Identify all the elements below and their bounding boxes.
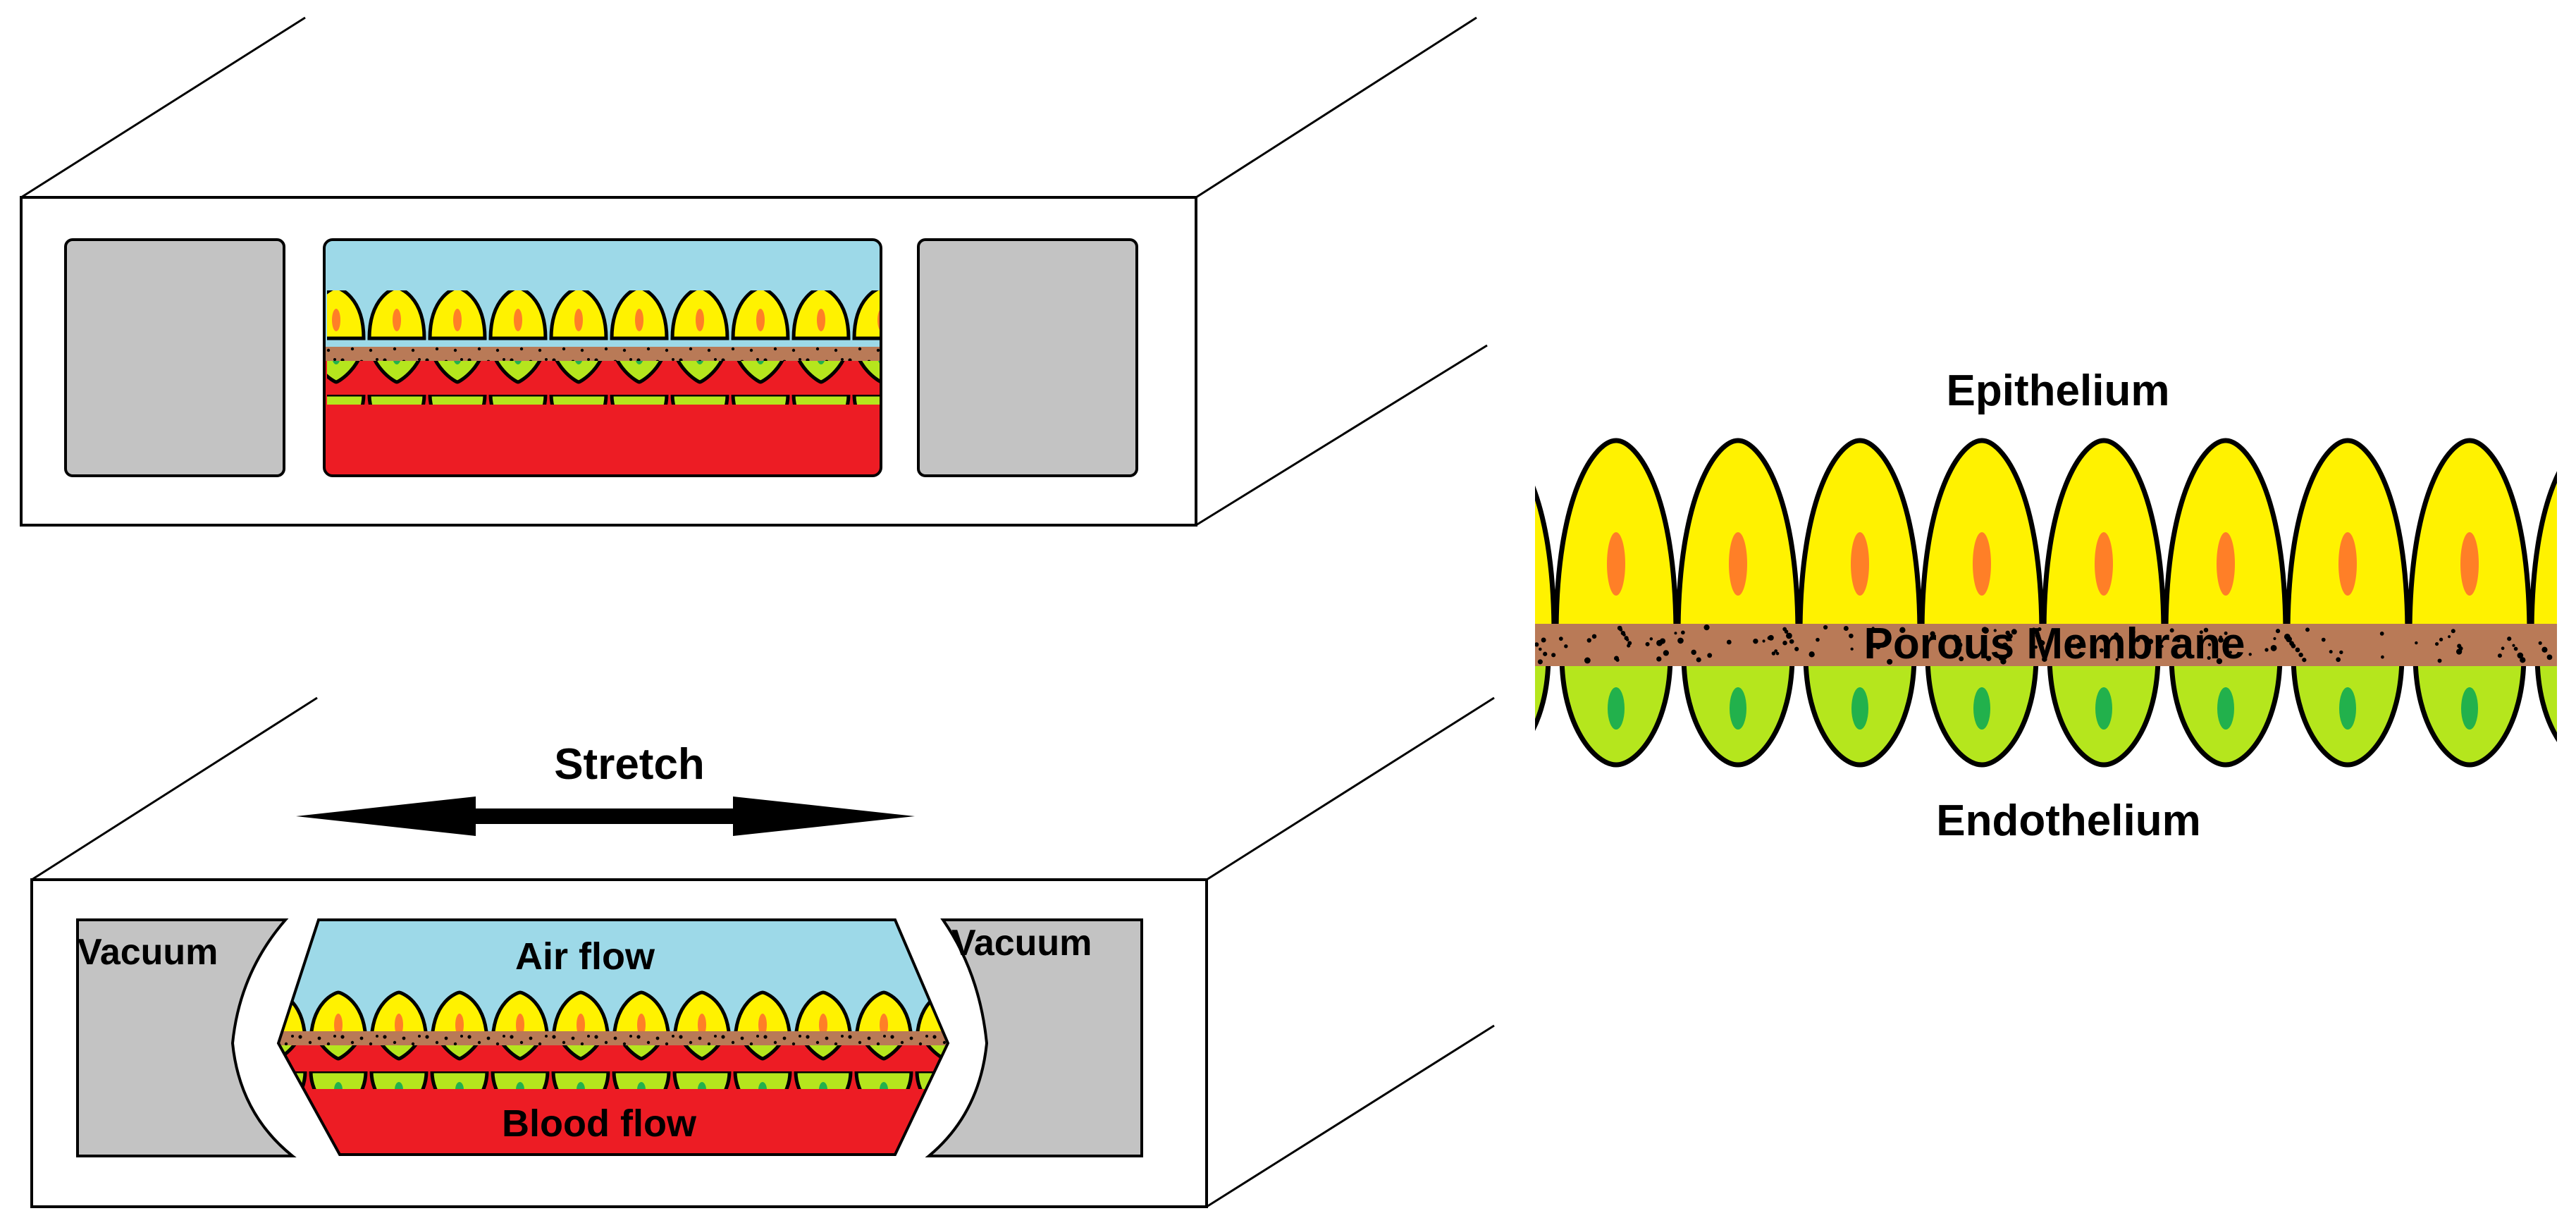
epithelial-nucleus <box>2338 532 2357 596</box>
detail-membrane-pores <box>1535 625 2553 665</box>
stretch-indicator: Stretch <box>296 740 915 836</box>
endothelial-nucleus <box>2217 687 2234 730</box>
top-right-vacuum-chamber <box>917 238 1138 477</box>
endothelium-label: Endothelium <box>1936 797 2200 845</box>
top-porous-membrane <box>324 347 881 361</box>
endothelial-nucleus <box>1851 687 1868 730</box>
top-left-vacuum-chamber <box>64 238 285 477</box>
endothelial-nucleus <box>1608 687 1625 730</box>
stretch-label: Stretch <box>554 740 705 789</box>
epithelial-nucleus <box>1607 532 1625 596</box>
top-chip-device <box>20 16 1488 527</box>
top-endothelial-layer <box>327 359 881 405</box>
detail-endothelial-cells <box>1486 653 2557 768</box>
bottom-chip-device: Air flow Blood flow Vacuum Vacuum <box>30 696 1495 1208</box>
endothelial-nucleus <box>1486 687 1503 730</box>
endothelial-nucleus <box>1973 687 1990 730</box>
endothelial-cell <box>2534 653 2557 742</box>
bottom-endothelial-layer <box>280 1044 948 1089</box>
epithelial-cell <box>1535 485 1557 637</box>
double-arrow-icon <box>296 797 915 836</box>
epithelial-nucleus <box>1485 532 1503 596</box>
epithelial-nucleus <box>1851 532 1869 596</box>
endothelial-nucleus <box>1730 687 1746 730</box>
epithelial-nucleus <box>2460 532 2479 596</box>
epithelial-nucleus <box>2095 532 2113 596</box>
detail-epithelial-cells <box>1485 438 2557 637</box>
endothelial-nucleus <box>2339 687 2356 730</box>
tissue-detail-view: Epithelium Porous Membrane Endothelium <box>1485 367 2557 845</box>
epithelial-nucleus <box>1973 532 1991 596</box>
bottom-right-vacuum-chamber <box>925 918 1143 1157</box>
vacuum-left-label: Vacuum <box>78 932 218 973</box>
vacuum-right-label: Vacuum <box>951 923 1092 964</box>
bottom-central-channel <box>278 920 948 1155</box>
porous-membrane-label: Porous Membrane <box>1864 620 2245 668</box>
endothelial-nucleus <box>2461 687 2478 730</box>
epithelial-nucleus <box>2217 532 2235 596</box>
top-central-channel <box>324 240 881 476</box>
epithelial-cell <box>2529 471 2557 637</box>
blood-flow-label: Blood flow <box>502 1102 697 1145</box>
endothelial-nucleus <box>2095 687 2112 730</box>
endothelial-cell <box>1535 653 1551 731</box>
epithelial-nucleus <box>1729 532 1747 596</box>
bottom-left-vacuum-chamber <box>76 918 297 1157</box>
bottom-porous-membrane <box>278 1031 948 1045</box>
epithelium-label: Epithelium <box>1947 367 2170 415</box>
air-flow-label: Air flow <box>515 935 655 978</box>
